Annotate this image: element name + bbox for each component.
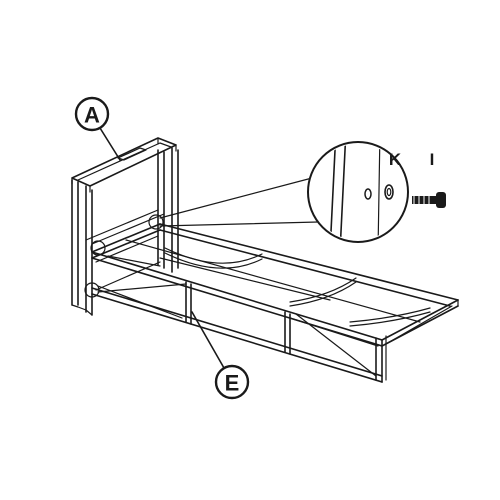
- bolt-icon: [412, 192, 446, 208]
- bed-frame: [91, 223, 459, 383]
- callout-e: E: [191, 311, 250, 400]
- part-label-k: K: [389, 150, 402, 169]
- joint-circle-upper-front: [90, 240, 106, 256]
- joint-markers: [84, 214, 164, 298]
- joint-circle-lower-front: [84, 282, 100, 298]
- magnifier-detail-icon: [159, 141, 409, 243]
- joint-circle-upper-back: [148, 214, 164, 230]
- callout-label-a: A: [84, 103, 100, 128]
- washer-icon: [384, 184, 394, 200]
- callout-label-e: E: [225, 371, 240, 396]
- callout-a: A: [74, 96, 121, 161]
- part-label-i: I: [430, 150, 435, 169]
